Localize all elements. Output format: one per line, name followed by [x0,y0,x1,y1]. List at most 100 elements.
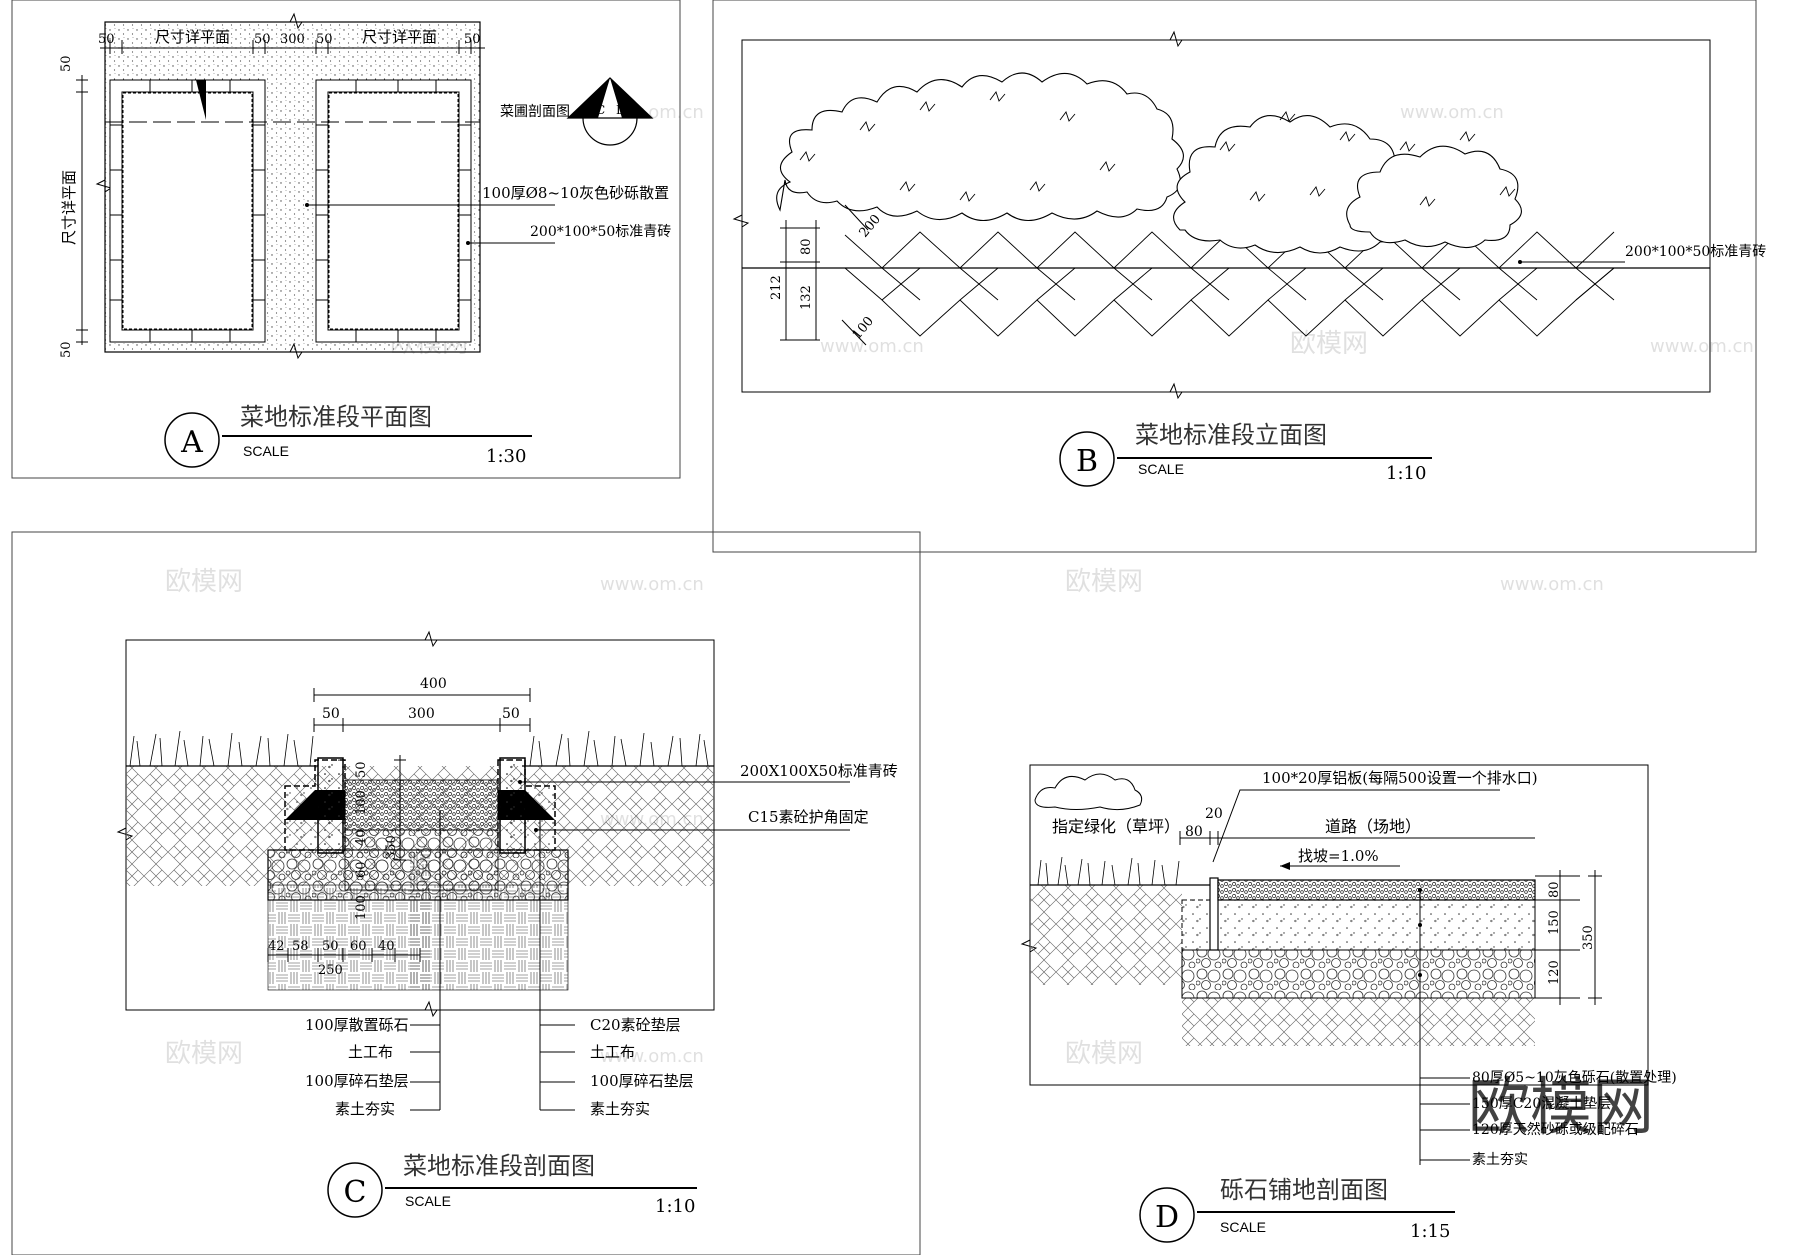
break-mark [732,214,750,228]
callout-label: 100*20厚铝板(每隔500设置一个排水口) [1262,769,1538,787]
concrete-layer [1217,899,1536,951]
dim-label: 40 [378,939,395,954]
panel-a-plan: 50 尺寸详平面 50 300 50 尺寸详平面 50 50 尺寸详平面 50 … [11,0,681,479]
dim-label: 250 [318,963,343,978]
dim-label: 50 [464,32,481,47]
section-letter: C [596,103,605,117]
legend-label: 100厚碎石垫层 [590,1072,694,1090]
left-dimension-line [76,75,88,345]
dim-label: 50 [502,706,520,722]
panel-title: 砾石铺地剖面图 [1220,1176,1388,1204]
dim-label: 20 [1205,806,1223,822]
shrub-outline [1034,773,1143,811]
scale-label: SCALE [1220,1219,1266,1235]
top-dimension-line [100,40,485,54]
legend-label: 素土夯实 [1472,1152,1528,1168]
panel-c-section: 400 50 300 50 50 100 40 350 60 100 42 58… [11,531,921,1255]
dim-label: 60 [350,939,367,954]
dim-label: 尺寸详平面 [362,28,437,46]
watermark-text: 欧模网 [165,567,243,597]
dim-label: 50 [316,32,333,47]
dimension-lines [1179,831,1602,1005]
callout-label: 200*100*50标准青砖 [530,224,671,240]
scale-label: SCALE [405,1193,451,1209]
panel-title: 菜地标准段立面图 [1135,421,1327,449]
panel-letter: D [1155,1200,1179,1235]
dim-label: 150 [1547,910,1562,935]
watermark-text: www.om.cn [820,336,924,357]
dim-label: 50 [322,939,339,954]
legend-leaders [410,810,575,1111]
scale-value: 1:15 [1410,1221,1450,1242]
dim-label: 100 [354,790,369,815]
title-bubble [164,412,220,468]
section-letter: LD [616,103,634,117]
scale-value: 1:10 [655,1196,695,1217]
brick-diamond-edging [844,231,1615,337]
watermark-logo: 欧模网 [1468,1070,1654,1143]
legend-label: 素土夯实 [335,1100,395,1118]
edge-footing [1181,899,1211,951]
dim-label: 300 [408,706,435,722]
panel-letter: B [1076,444,1098,479]
panel-b-frame [712,0,1757,553]
leaf-detail [799,91,1516,207]
dim-label: 50 [254,32,271,47]
dim-label: 200 [857,212,884,241]
dimension-lines [267,688,531,962]
break-mark [289,12,303,30]
watermark-text: www.om.cn [1650,336,1754,357]
dim-label: 42 [268,939,285,954]
callout-label: C15素砼护角固定 [748,808,869,826]
dim-label: 350 [1581,925,1596,950]
dim-label: 50 [98,32,115,47]
legend-label: 120厚天然砂砾或级配碎石 [1472,1121,1639,1138]
stone-fill [344,829,499,891]
legend-label: 100厚碎石垫层 [305,1072,409,1090]
watermark-text: www.om.cn [1500,574,1604,595]
title-bubble [1059,431,1115,487]
title-bubble [327,1162,383,1218]
watermark-text: www.om.cn [600,574,704,595]
dim-label: 58 [292,939,309,954]
callout-label: 200X100X50标准青砖 [740,762,898,780]
dimension-lines [780,204,869,346]
legend-label: C20素砼垫层 [590,1016,681,1034]
soil-hatch [1182,998,1535,1046]
zone-label: 指定绿化（草坪） [1052,817,1180,836]
watermark-text: www.om.cn [1400,102,1504,123]
break-mark [289,342,303,360]
grass-layer [1037,856,1180,886]
dim-label: 40 [354,829,369,846]
watermark-text: 欧模网 [165,1039,243,1069]
callout-label: 200*100*50标准青砖 [1625,244,1766,260]
gravel-layer [344,779,499,831]
scale-label: SCALE [1138,461,1184,477]
break-mark [1169,382,1183,400]
dim-label: 132 [799,285,814,310]
brick-left [317,757,344,854]
dim-label: 80 [1185,824,1203,840]
dim-label: 100 [354,895,369,920]
dim-label: 300 [280,32,305,47]
scale-value: 1:10 [1386,463,1426,484]
slope-label: 找坡=1.0% [1298,847,1379,865]
watermark-text: www.om.cn [600,1046,704,1067]
panel-b-elevation: 212 80 132 200 100 200*100*50标准青砖 B 菜地标准… [712,0,1766,553]
panel-title: 菜地标准段平面图 [240,403,432,431]
break-mark [424,1000,438,1018]
dim-label: 80 [1547,881,1562,898]
legend-leaders [1419,890,1470,1165]
gravel-surface [1217,879,1536,901]
callout-label: 100厚Ø8~10灰色砂砾散置 [482,184,669,202]
panel-d-gravel-section: 100*20厚铝板(每隔500设置一个排水口) 指定绿化（草坪） 道路（场地） … [1020,764,1677,1243]
watermark-text: 欧模网 [1065,1039,1143,1069]
elevation-frame [741,39,1711,393]
legend-label: 土工布 [590,1043,635,1061]
legend-label: 100厚散置砾石 [305,1016,409,1034]
dim-label: 212 [769,275,784,300]
watermark-text: 欧模网 [1065,567,1143,597]
title-bubble [1139,1187,1195,1243]
break-mark [1169,30,1183,48]
